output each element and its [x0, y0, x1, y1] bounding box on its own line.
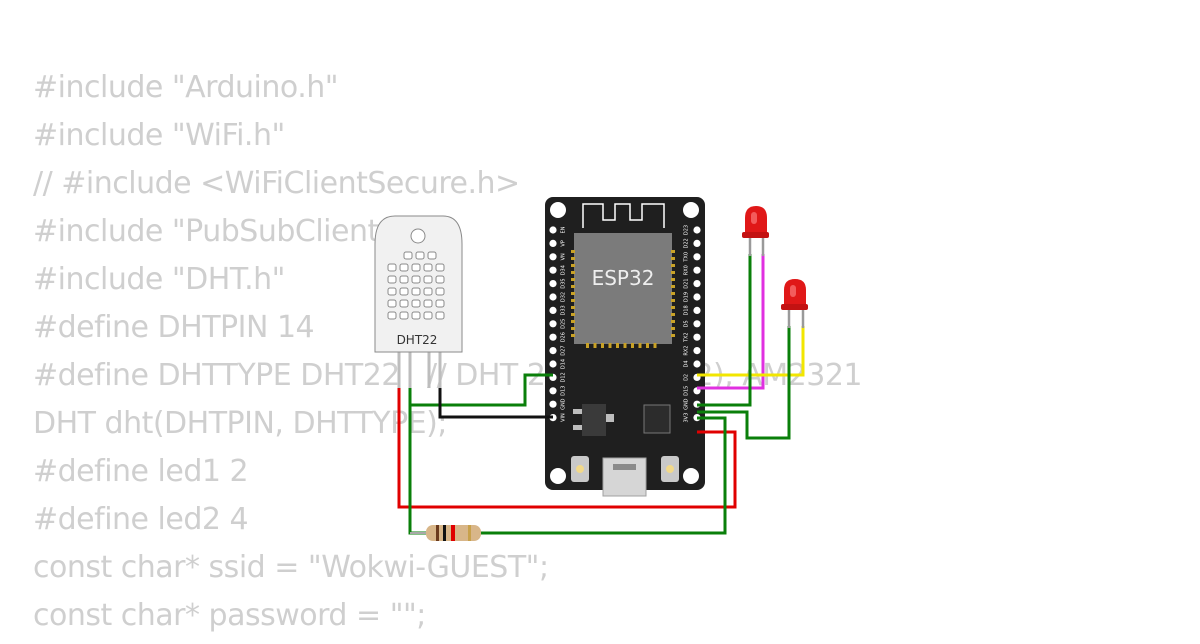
pin-rx0[interactable]: [693, 266, 701, 274]
usb-uart-chip: [643, 404, 671, 434]
pin-label: D35: [561, 278, 567, 288]
dht22-sensor[interactable]: DHT22: [374, 215, 463, 388]
pin-rx2[interactable]: [693, 347, 701, 355]
pin-d23[interactable]: [693, 226, 701, 234]
circuit-diagram: ESP32 ENVPVND34D35D32D33D25D26D27D14D12D…: [374, 197, 808, 541]
wire-magenta: [697, 254, 765, 390]
code-line: #include "DHT.h": [33, 262, 285, 297]
led-2[interactable]: [781, 279, 808, 328]
pin-label: RX0: [684, 265, 690, 275]
pin-d35[interactable]: [549, 280, 557, 288]
pin-d13[interactable]: [549, 387, 557, 395]
pin-gnd[interactable]: [549, 400, 557, 408]
pin-en[interactable]: [549, 226, 557, 234]
pin-label: VN: [561, 253, 567, 260]
esp32-board[interactable]: ESP32 ENVPVND34D35D32D33D25D26D27D14D12D…: [545, 197, 705, 497]
pin-d27[interactable]: [549, 347, 557, 355]
pin-label: VP: [561, 240, 567, 246]
wires: [397, 254, 805, 535]
mount-hole: [550, 202, 566, 218]
pin-label: D2: [684, 374, 690, 381]
pin-label: D13: [561, 386, 567, 396]
pin-label: VIN: [561, 413, 567, 422]
pin-label: D21: [684, 278, 690, 288]
wire-red: [397, 385, 737, 509]
pin-label: GND: [561, 398, 567, 410]
pin-label: D15: [684, 386, 690, 396]
pin-label: D12: [561, 372, 567, 382]
pin-label: TX0: [684, 252, 690, 263]
wire-green: [697, 254, 752, 407]
esp32-module: [574, 233, 672, 344]
wire-green: [410, 373, 553, 407]
code-line: const char* ssid = "Wokwi-GUEST";: [33, 550, 549, 585]
pin-label: D5: [684, 320, 690, 327]
pin-d5[interactable]: [693, 320, 701, 328]
pin-d4[interactable]: [693, 360, 701, 368]
pin-label: EN: [561, 226, 567, 233]
pin-d33[interactable]: [549, 306, 557, 314]
pin-label: D22: [684, 238, 690, 248]
pin-d18[interactable]: [693, 306, 701, 314]
mount-hole: [550, 468, 566, 484]
code-line: #define DHTPIN 14: [33, 310, 315, 345]
sensor-label: DHT22: [397, 333, 438, 347]
mount-hole: [683, 468, 699, 484]
code-line: // #include <WiFiClientSecure.h>: [33, 166, 520, 201]
pin-d25[interactable]: [549, 320, 557, 328]
pin-vn[interactable]: [549, 253, 557, 261]
code-line: #include "WiFi.h": [33, 118, 285, 153]
pin-tx0[interactable]: [693, 253, 701, 261]
resistor[interactable]: [410, 525, 481, 541]
pin-vp[interactable]: [549, 239, 557, 247]
pin-label: 3V3: [684, 413, 690, 423]
board-label: ESP32: [592, 266, 655, 290]
wire-yellow: [697, 326, 805, 377]
voltage-regulator: [582, 404, 606, 436]
antenna-trace: [582, 203, 665, 228]
code-line: #define led1 2: [33, 454, 249, 489]
pin-label: D23: [684, 225, 690, 235]
pin-label: D27: [561, 345, 567, 355]
pin-label: D33: [561, 305, 567, 315]
pin-d34[interactable]: [549, 266, 557, 274]
pin-label: D34: [561, 265, 567, 275]
pin-d14[interactable]: [549, 360, 557, 368]
pin-label: TX2: [684, 332, 690, 343]
pin-label: D18: [684, 305, 690, 315]
wire-black: [438, 385, 553, 419]
usb-port: [602, 457, 647, 497]
sensor-vents: [387, 251, 445, 320]
pin-label: D26: [561, 332, 567, 342]
code-line: #define led2 4: [33, 502, 249, 537]
wire-green: [408, 385, 727, 535]
mount-hole: [683, 202, 699, 218]
pin-d26[interactable]: [549, 333, 557, 341]
module-pads: [571, 250, 675, 348]
pin-tx2[interactable]: [693, 333, 701, 341]
led-1[interactable]: [742, 206, 769, 256]
pin-label: GND: [684, 398, 690, 410]
pin-label: D4: [684, 360, 690, 367]
code-line: #include "Arduino.h": [33, 70, 339, 105]
pin-d22[interactable]: [693, 239, 701, 247]
pin-d21[interactable]: [693, 280, 701, 288]
pin-label: D19: [684, 292, 690, 302]
pin-d32[interactable]: [549, 293, 557, 301]
code-line: const char* password = "";: [33, 598, 426, 633]
wire-green: [697, 326, 791, 440]
pin-label: D25: [561, 319, 567, 329]
pin-label: RX2: [684, 346, 690, 356]
pin-label: D32: [561, 292, 567, 302]
pin-d19[interactable]: [693, 293, 701, 301]
pin-label: D14: [561, 359, 567, 369]
code-line: DHT dht(DHTPIN, DHTTYPE);: [33, 406, 447, 441]
